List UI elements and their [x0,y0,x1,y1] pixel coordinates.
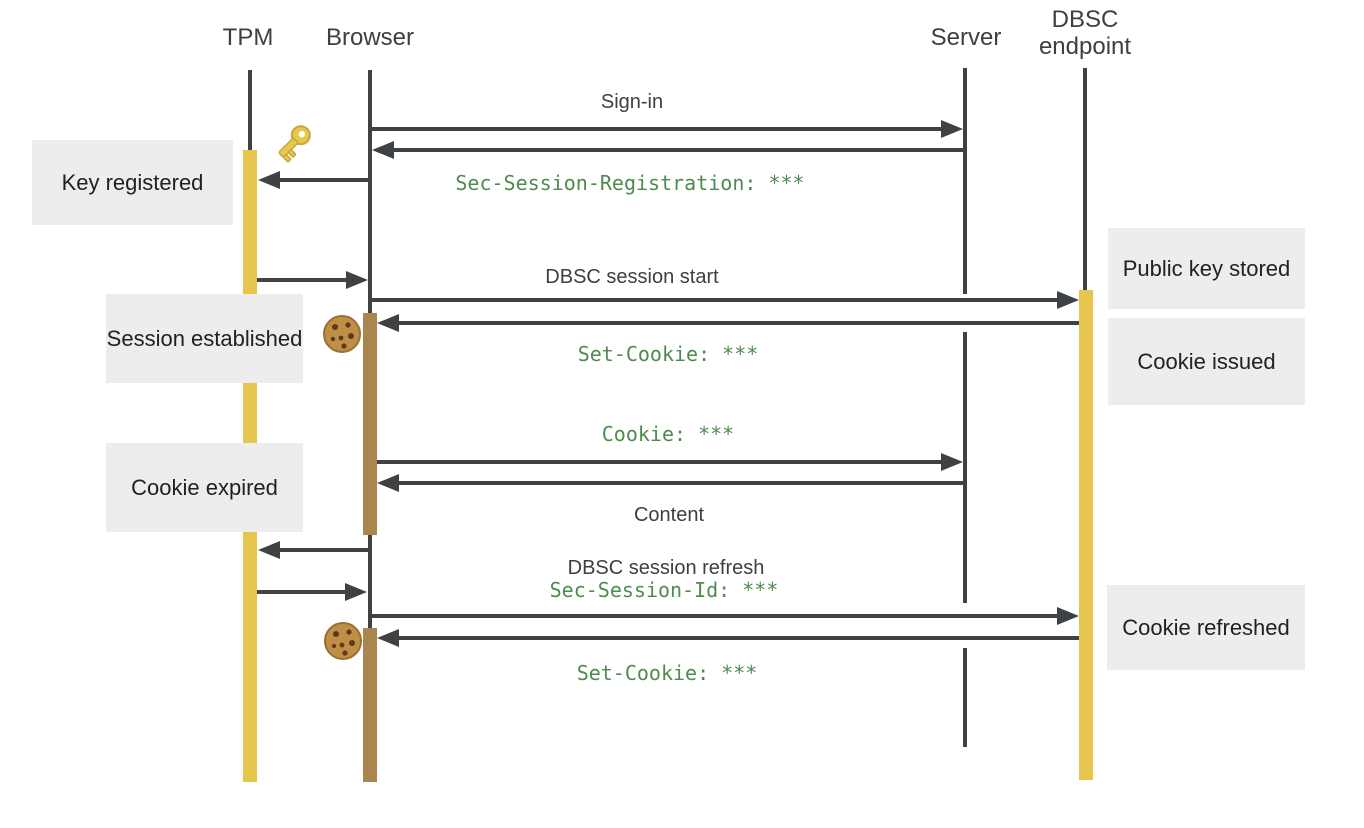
activation-bar-browser-1 [363,313,377,535]
note-cookie-expired: Cookie expired [106,443,303,532]
arrow-register-key-browser-to-tpm [258,171,370,189]
arrow-key-tpm-to-browser [257,271,368,289]
lifeline-tpm [248,70,252,160]
code-label-set-cookie-1: Set-Cookie: *** [577,342,759,366]
actor-label-browser: Browser [325,24,415,51]
arrow-set-cookie-dbsc-to-browser [377,314,1079,332]
arrow-sign-request-browser-to-tpm [258,541,370,559]
actor-label-dbsc-endpoint: DBSC endpoint [1038,6,1132,60]
note-cookie-refreshed: Cookie refreshed [1107,585,1305,670]
code-label-sec-session-registration: Sec-Session-Registration: *** [455,171,805,195]
note-cookie-issued: Cookie issued [1108,318,1305,405]
cookie-icon [323,621,363,666]
arrow-content-server-to-browser [377,474,965,492]
arrow-cookie-browser-to-server [377,453,963,471]
actor-label-tpm: TPM [222,24,274,51]
arrow-signature-tpm-to-browser [257,583,367,601]
note-public-key-stored: Public key stored [1108,228,1305,309]
message-label-dbsc-session-start: DBSC session start [545,266,719,288]
actor-label-server: Server [930,24,1002,51]
message-label-sign-in: Sign-in [600,91,664,113]
arrow-sign-in-browser-to-server [372,120,963,138]
arrow-signin-response-server-to-browser [372,141,965,159]
note-key-registered: Key registered [32,140,233,225]
code-label-set-cookie-2: Set-Cookie: *** [576,661,758,685]
message-label-content: Content [633,504,705,526]
code-label-sec-session-id: Sec-Session-Id: *** [549,578,779,602]
lifeline-server-segment-1 [963,68,967,294]
arrow-session-start-browser-to-dbsc [372,291,1079,309]
activation-bar-dbsc-endpoint [1079,290,1093,780]
code-label-cookie: Cookie: *** [601,422,735,446]
lifeline-dbsc-endpoint [1083,68,1087,290]
arrow-set-cookie-refresh-dbsc-to-browser [377,629,1079,647]
message-label-dbsc-session-refresh: DBSC session refresh [567,557,765,579]
lifeline-server-segment-2 [963,332,967,603]
cookie-icon [322,314,362,359]
arrow-session-refresh-browser-to-dbsc [370,607,1079,625]
activation-bar-browser-2 [363,628,377,782]
note-session-established: Session established [106,294,303,383]
lifeline-server-segment-3 [963,648,967,747]
key-icon [268,118,318,173]
